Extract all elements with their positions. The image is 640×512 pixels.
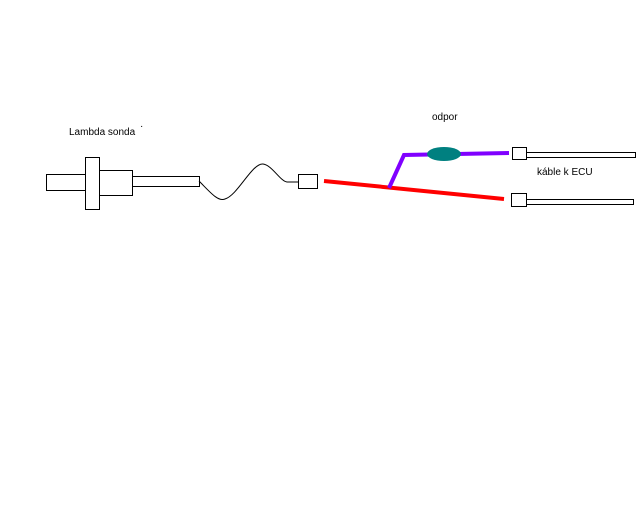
sensor-flange — [85, 157, 100, 210]
ecu-connector-bottom — [511, 193, 634, 207]
label-odpor: odpor — [432, 112, 458, 123]
sensor-cable — [198, 163, 298, 201]
resistor — [427, 147, 461, 161]
ecu-connector-top — [512, 147, 636, 160]
stray-dot: · — [140, 121, 143, 132]
label-lambda-sonda: Lambda sonda — [69, 127, 136, 138]
lambda-sensor — [46, 157, 200, 210]
sensor-connector — [298, 174, 318, 189]
sensor-tube — [132, 176, 200, 187]
sensor-tip — [46, 174, 86, 191]
red-wire — [323, 179, 505, 201]
sensor-body — [99, 170, 133, 196]
label-kable-k-ecu: káble k ECU — [537, 167, 593, 178]
purple-wire — [387, 151, 510, 189]
